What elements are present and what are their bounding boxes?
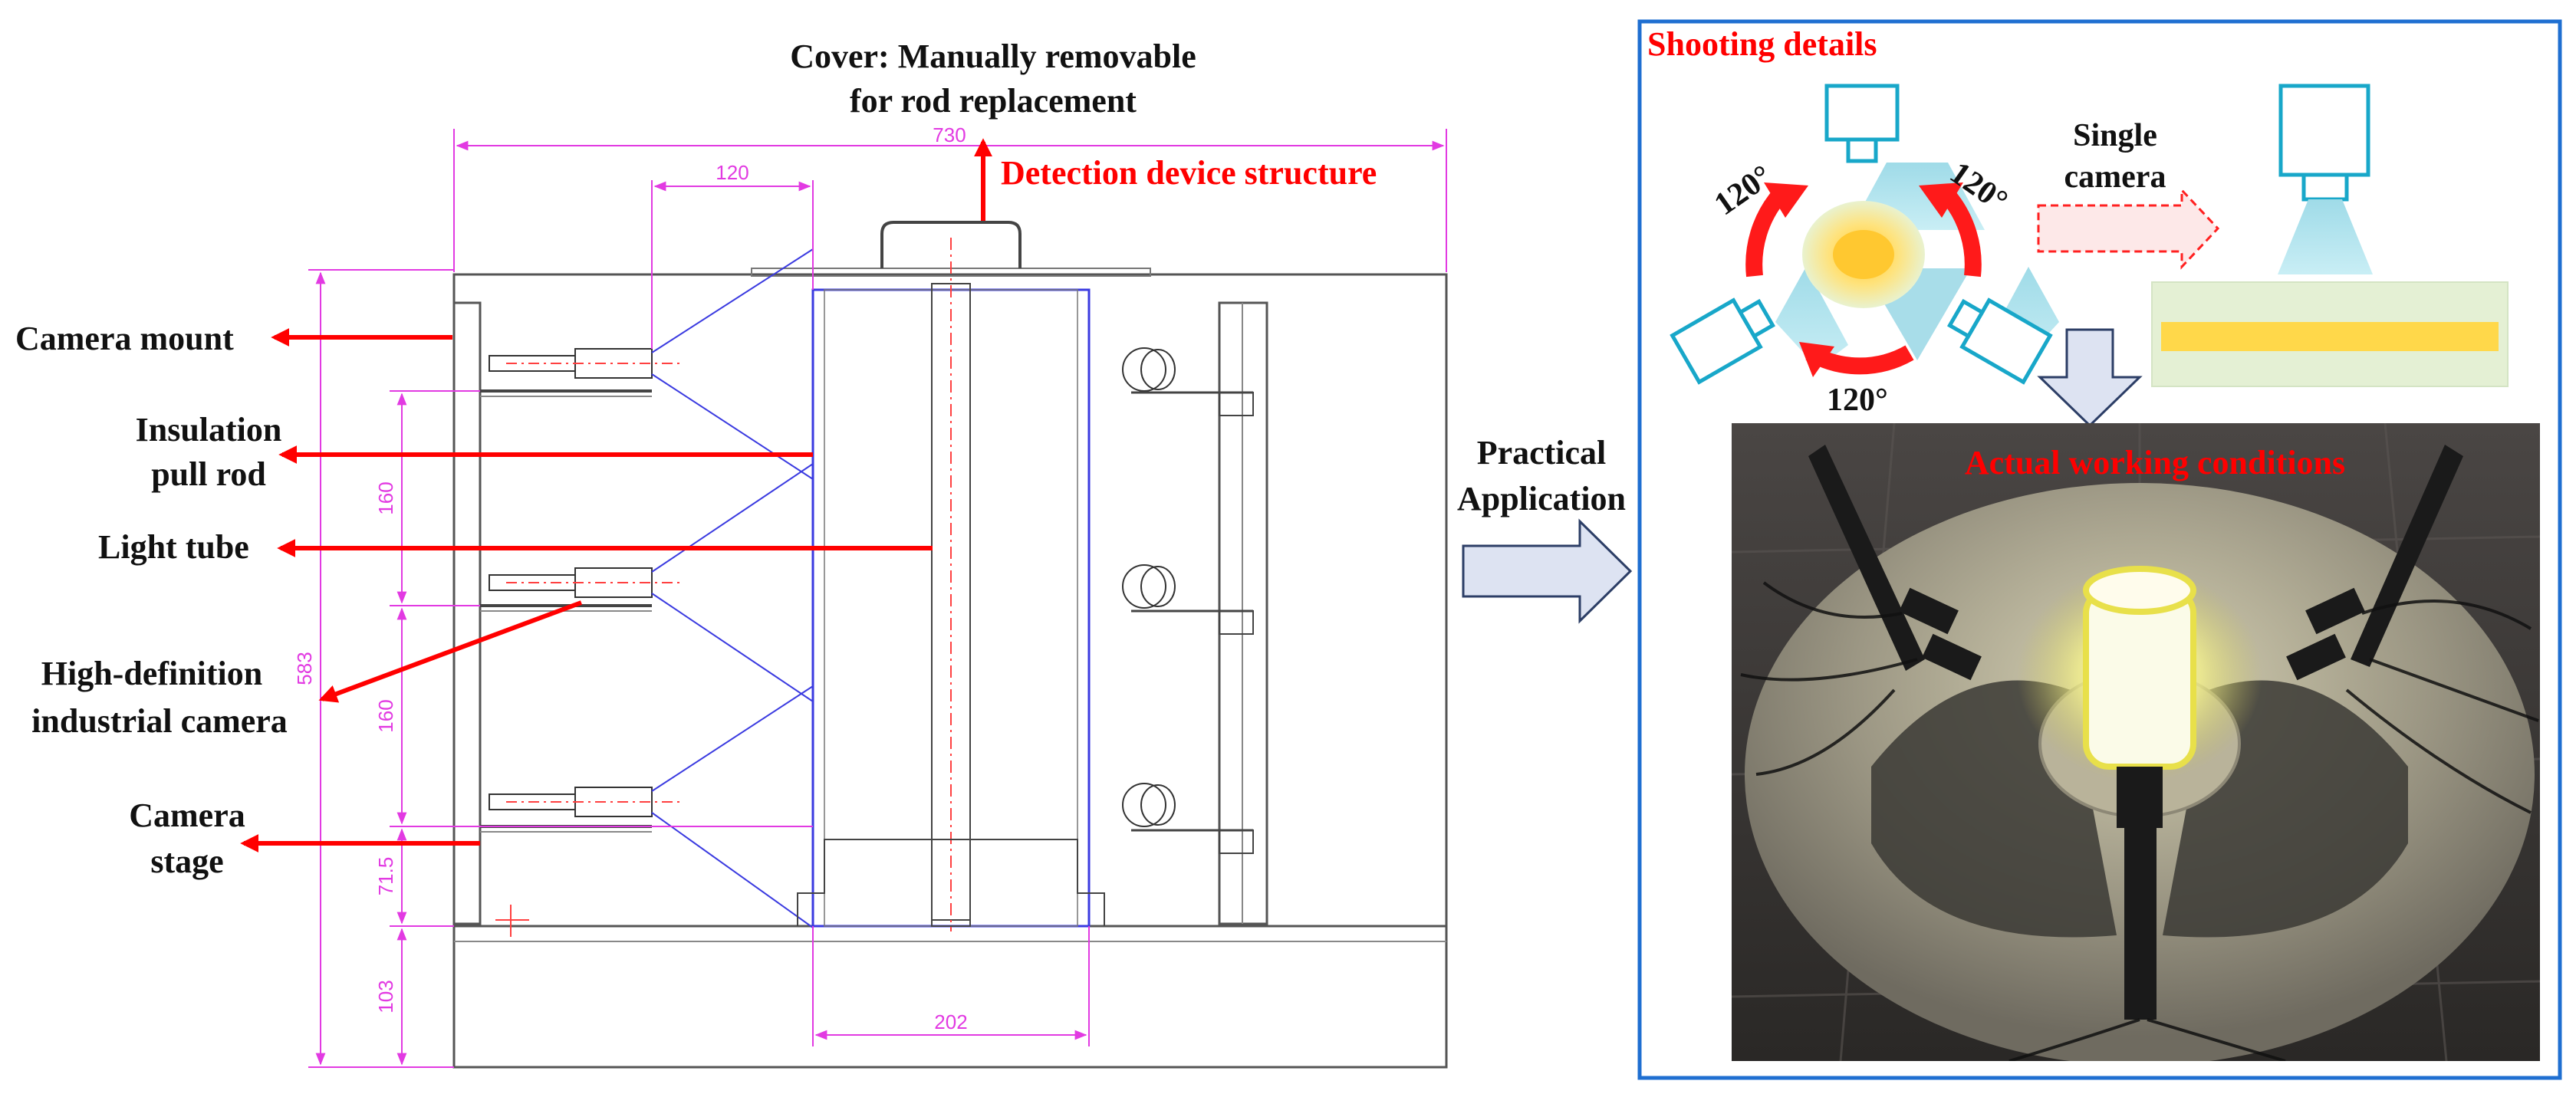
shooting-title: Shooting details — [1647, 25, 1877, 63]
cover-label-line-2: for rod replacement — [850, 82, 1137, 120]
callout-industrial-camera: High-definition industrial camera — [31, 600, 583, 740]
rotation-arrow-right — [1941, 189, 1982, 278]
beam-left — [1775, 267, 1848, 368]
callout-camera-line-2: industrial camera — [31, 702, 288, 740]
callout-stage-line-2: stage — [150, 843, 223, 880]
light-source-core — [1833, 230, 1894, 279]
down-arrow — [2037, 328, 2143, 428]
rotation-arrowhead-bottom — [1799, 342, 1834, 377]
three-camera-layout: 120° 120° 120° — [1670, 84, 2059, 418]
shooting-details-panel: Shooting details — [1637, 19, 2562, 1080]
light-tube-photo — [2083, 587, 2196, 770]
engineering-drawing: 730 120 202 583 160 160 71.5 103 Cover: … — [15, 38, 1448, 1069]
camera-drawing-middle — [489, 567, 683, 598]
cables — [1740, 581, 2539, 1061]
rotation-arrowhead-right — [1919, 182, 1963, 218]
actual-conditions-photo: Actual working conditions — [1732, 423, 2540, 1061]
callout-camera-stage: Camera stage — [129, 797, 480, 880]
dim-overall-width: 730 — [933, 123, 966, 146]
structure-title: Detection device structure — [1001, 154, 1377, 192]
dim-base-height: 103 — [374, 980, 397, 1013]
right-rack — [1122, 301, 1268, 925]
rotation-arrowhead-left — [1764, 182, 1808, 218]
practical-application: Practical Application — [1457, 434, 1633, 624]
single-camera-beam — [2278, 199, 2373, 274]
rotation-arrow-left — [1745, 189, 1786, 278]
callout-light-tube-label: Light tube — [98, 528, 249, 566]
dim-overall-height: 583 — [293, 652, 316, 685]
camera-drawing-top — [489, 348, 683, 379]
callout-camera-mount-label: Camera mount — [15, 320, 234, 357]
callout-insulation-pull-rod: Insulation pull rod — [136, 411, 813, 493]
single-camera-arrow — [2037, 187, 2220, 270]
dim-spacing-lower: 160 — [374, 699, 397, 732]
practical-arrow — [1462, 518, 1633, 624]
light-tube-side-glow — [2161, 322, 2499, 351]
dim-stage-height: 71.5 — [374, 857, 397, 896]
light-tube-top — [2083, 566, 2196, 615]
dim-camera-offset: 120 — [716, 161, 748, 184]
angle-label-bottom: 120° — [1827, 383, 1888, 418]
camera-drawing-bottom — [489, 787, 683, 817]
callout-insulation-line-2: pull rod — [151, 455, 266, 493]
actual-conditions-label: Actual working conditions — [1965, 444, 2345, 481]
practical-label-line-1: Practical — [1477, 434, 1607, 471]
camera-icon-top — [1824, 84, 1900, 163]
dim-tube-width: 202 — [934, 1010, 967, 1033]
practical-label-line-2: Application — [1457, 480, 1626, 517]
callout-light-tube: Light tube — [98, 528, 933, 566]
single-camera-icon-body — [2278, 84, 2370, 177]
single-camera-line-2: camera — [2064, 159, 2166, 195]
cover-label-line-1: Cover: Manually removable — [790, 38, 1196, 75]
single-camera-icon-lens — [2301, 172, 2349, 202]
single-camera-layout: Single camera — [2037, 84, 2509, 387]
camera-icon-left — [1670, 297, 1776, 385]
dim-spacing-upper: 160 — [374, 481, 397, 514]
callout-camera-mount: Camera mount — [15, 320, 452, 357]
dimension-lines — [308, 129, 1447, 1068]
light-tube-assembly — [797, 238, 1105, 931]
cover-handle — [880, 221, 1022, 268]
callout-camera-line-1: High-definition — [41, 655, 263, 692]
left-column — [452, 301, 482, 925]
callout-camera-arrow — [318, 600, 583, 703]
single-camera-line-1: Single — [2073, 118, 2157, 153]
callout-insulation-line-1: Insulation — [136, 411, 282, 448]
camera-shelf-group — [480, 389, 652, 833]
camera-icon-right — [1946, 297, 2053, 385]
callout-stage-line-1: Camera — [129, 797, 245, 834]
field-of-view-lines — [651, 248, 814, 928]
